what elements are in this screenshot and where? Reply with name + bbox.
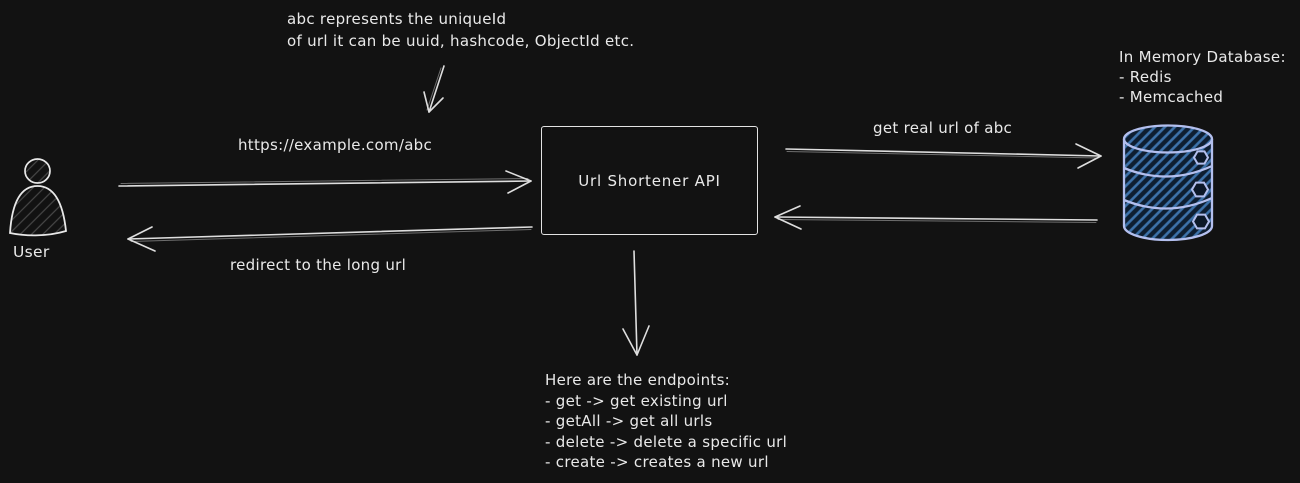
memory-db-note-item: - Redis	[1119, 68, 1172, 86]
endpoints-note-item: - delete -> delete a specific url	[545, 432, 788, 451]
uniqueid-note-line2: of url it can be uuid, hashcode, ObjectI…	[287, 32, 635, 50]
endpoints-note-item: - getAll -> get all urls	[545, 412, 713, 430]
redirect-label: redirect to the long url	[230, 256, 407, 274]
request-url-label: https://example.com/abc	[238, 136, 433, 154]
url-shortener-api-box: Url Shortener API	[541, 126, 758, 235]
arrow-user-to-api	[118, 170, 532, 194]
endpoints-note: Here are the endpoints: - get -> get exi…	[545, 370, 787, 473]
database-cylinder-icon	[1122, 124, 1214, 242]
endpoints-note-item: - get -> get existing url	[545, 391, 728, 410]
arrow-api-to-endpoints	[622, 250, 650, 356]
api-box-label: Url Shortener API	[578, 171, 721, 190]
memory-db-note: In Memory Database: - Redis - Memcached	[1119, 47, 1286, 107]
arrow-note-to-url	[423, 65, 445, 113]
user-node-label: User	[13, 243, 50, 261]
arrow-db-to-api	[774, 205, 1098, 230]
endpoints-note-title: Here are the endpoints:	[545, 371, 731, 389]
endpoints-note-item: - create -> creates a new url	[545, 453, 769, 471]
uniqueid-note-line1: abc represents the uniqueId	[287, 10, 507, 28]
uniqueid-note: abc represents the uniqueId of url it ca…	[287, 8, 634, 52]
arrow-api-to-db	[785, 143, 1102, 169]
memory-db-note-title: In Memory Database:	[1119, 48, 1286, 66]
get-real-url-label: get real url of abc	[873, 119, 1013, 137]
user-icon	[9, 158, 67, 237]
arrow-api-to-user	[127, 226, 533, 252]
memory-db-note-item: - Memcached	[1119, 88, 1224, 106]
